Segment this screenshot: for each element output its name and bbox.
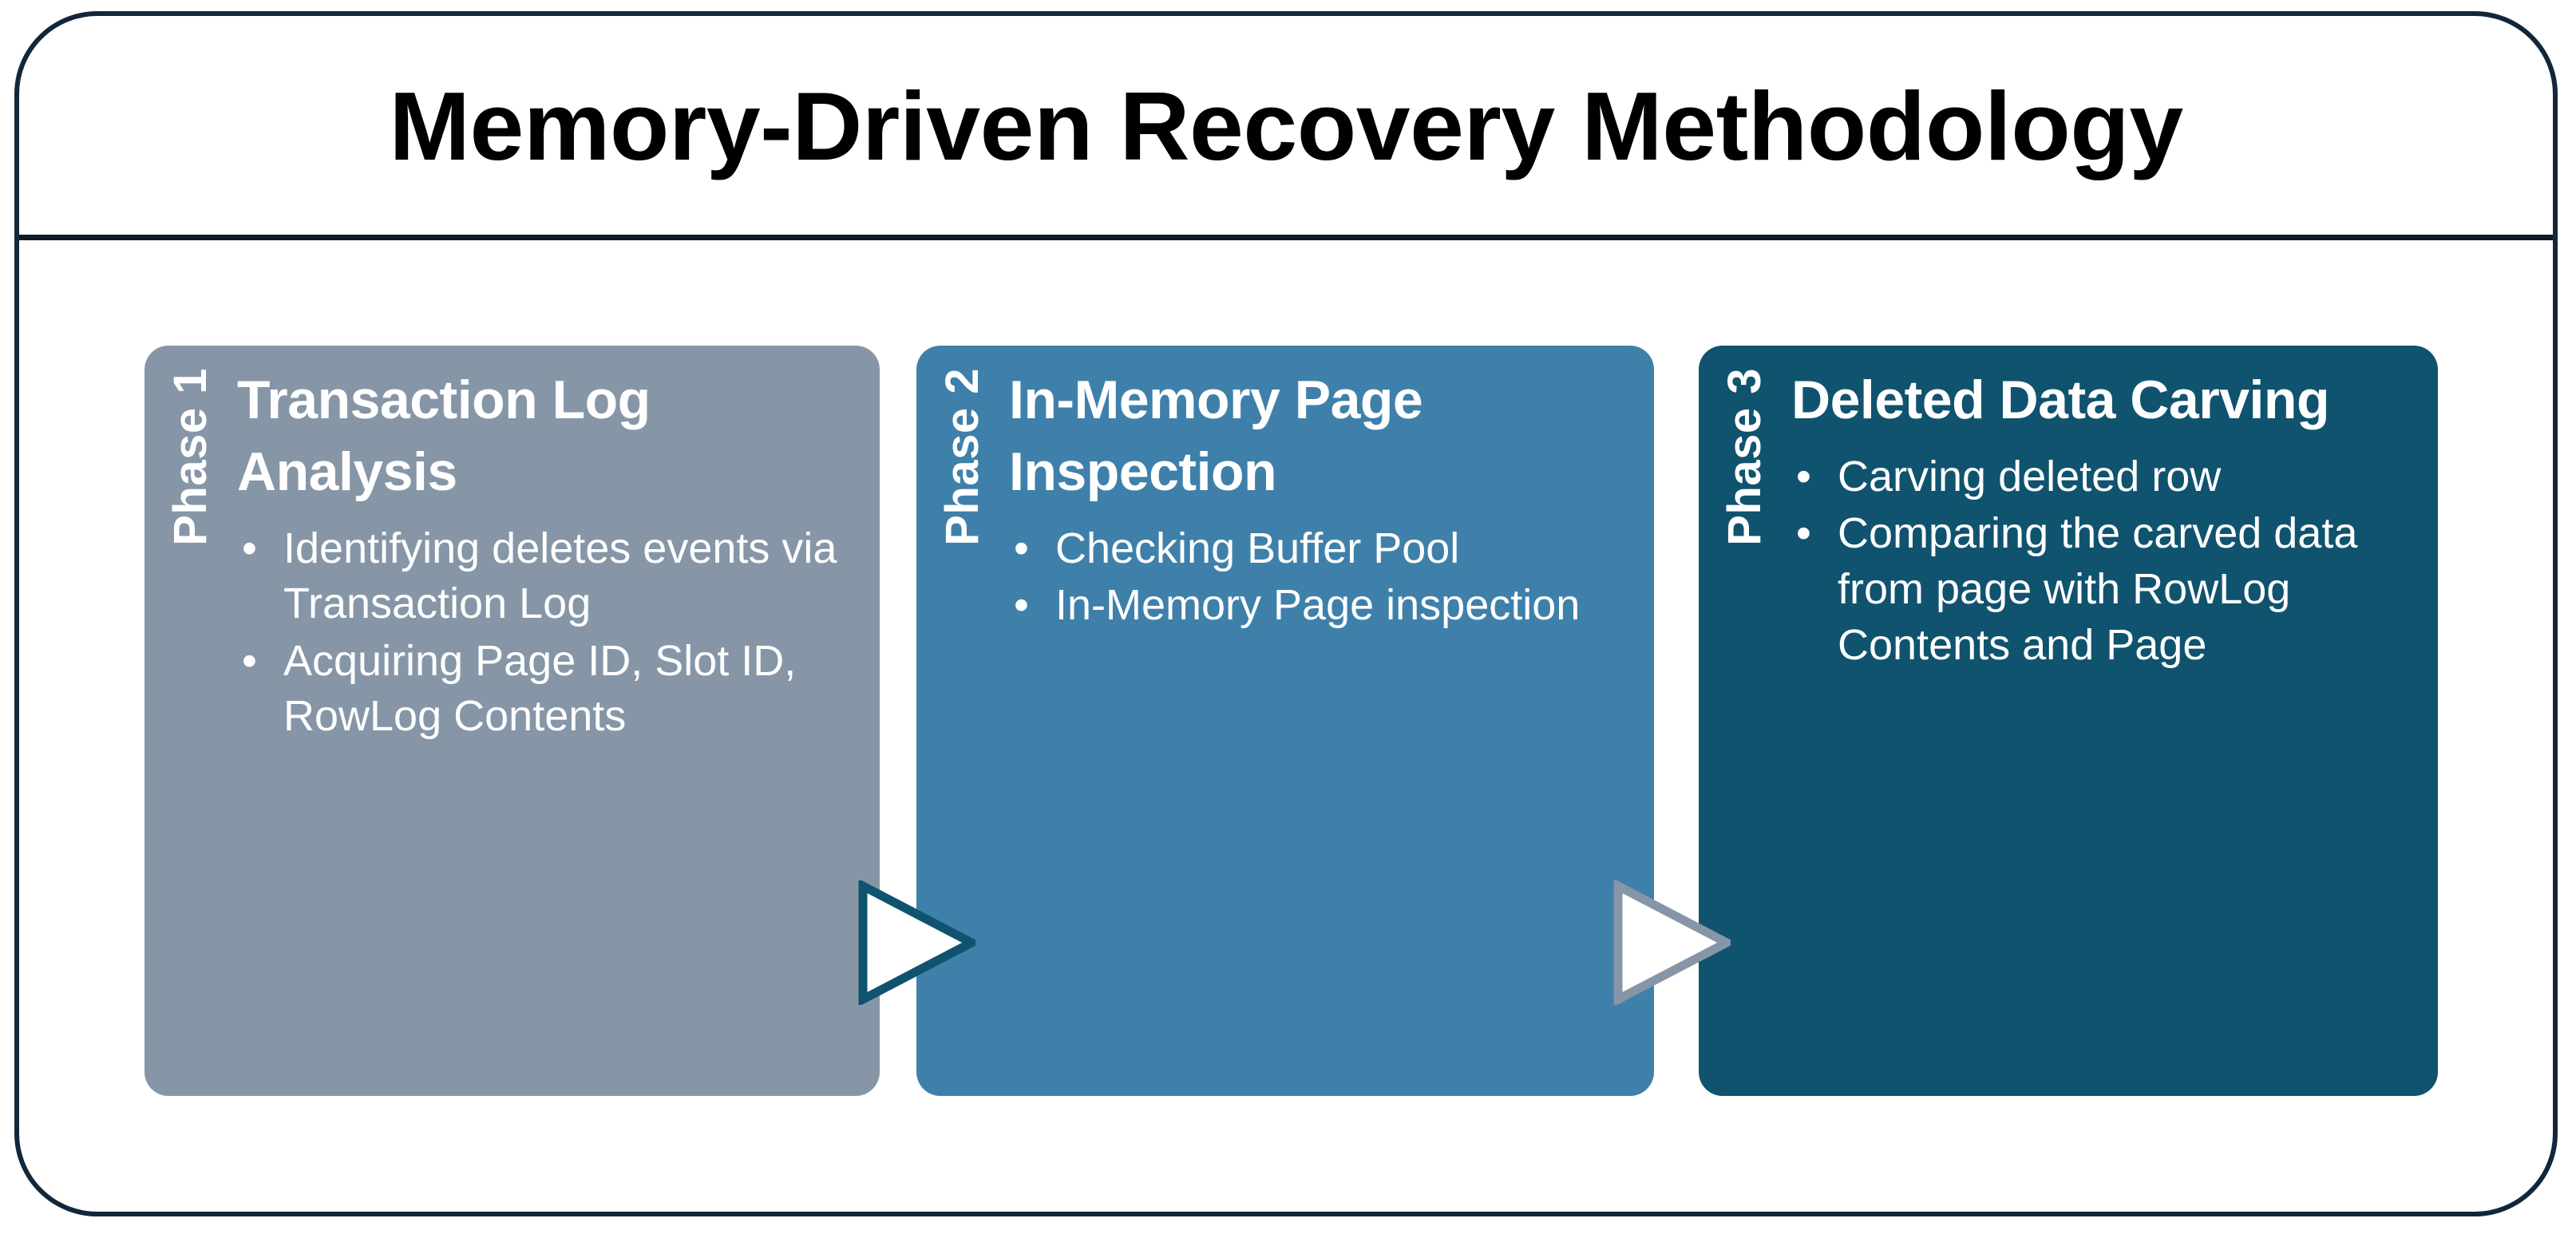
phase-card-1-inner: Phase 1 Transaction Log Analysis • Ident… <box>144 346 880 1096</box>
bullet-icon: • <box>1796 509 1811 558</box>
list-item: • Checking Buffer Pool <box>1009 521 1630 577</box>
arrow-phase1-to-phase2 <box>856 880 975 1005</box>
list-item-text: Carving deleted row <box>1838 452 2222 500</box>
list-item-text: Acquiring Page ID, Slot ID, RowLog Conte… <box>283 636 797 741</box>
phase-2-bullet-list: • Checking Buffer Pool • In-Memory Page … <box>1009 521 1630 635</box>
phase-card-3-inner: Phase 3 Deleted Data Carving • Carving d… <box>1699 346 2438 1096</box>
chevron-right-icon <box>1613 880 1731 1005</box>
phase-1-body: Transaction Log Analysis • Identifying d… <box>237 346 880 1096</box>
phase-3-heading: Deleted Data Carving <box>1791 370 2329 430</box>
phase-3-body: Deleted Data Carving • Carving deleted r… <box>1791 346 2438 1096</box>
phase-2-tab-label: Phase 2 <box>936 368 988 546</box>
bullet-icon: • <box>1014 581 1029 630</box>
phase-card-1[interactable]: Phase 1 Transaction Log Analysis • Ident… <box>144 346 880 1096</box>
phase-1-tab-label: Phase 1 <box>164 368 216 546</box>
list-item: • Carving deleted row <box>1791 449 2414 505</box>
page-title: Memory-Driven Recovery Methodology <box>389 72 2183 180</box>
phase-card-2-inner: Phase 2 In-Memory Page Inspection • Chec… <box>916 346 1654 1096</box>
phase-2-body: In-Memory Page Inspection • Checking Buf… <box>1009 346 1654 1096</box>
list-item-text: Identifying deletes events via Transacti… <box>283 524 837 628</box>
list-item: • Identifying deletes events via Transac… <box>237 521 856 632</box>
phase-card-3[interactable]: Phase 3 Deleted Data Carving • Carving d… <box>1699 346 2438 1096</box>
phase-2-heading: In-Memory Page Inspection <box>1009 370 1423 502</box>
phase-1-heading: Transaction Log Analysis <box>237 370 651 502</box>
title-divider <box>19 235 2553 240</box>
arrow-phase2-to-phase3 <box>1611 880 1731 1005</box>
bullet-icon: • <box>1014 524 1029 572</box>
phase-3-bullet-list: • Carving deleted row • Comparing the ca… <box>1791 449 2414 675</box>
diagram-title-band: Memory-Driven Recovery Methodology <box>19 16 2553 236</box>
list-item: • Acquiring Page ID, Slot ID, RowLog Con… <box>237 634 856 745</box>
phase-card-2[interactable]: Phase 2 In-Memory Page Inspection • Chec… <box>916 346 1654 1096</box>
bullet-icon: • <box>1796 452 1811 500</box>
list-item-text: Checking Buffer Pool <box>1055 524 1460 572</box>
phase-1-bullet-list: • Identifying deletes events via Transac… <box>237 521 856 747</box>
bullet-icon: • <box>242 636 257 685</box>
list-item-text: In-Memory Page inspection <box>1055 581 1581 630</box>
list-item: • Comparing the carved data from page wi… <box>1791 506 2414 673</box>
list-item-text: Comparing the carved data from page with… <box>1838 509 2358 669</box>
phase-1-tab: Phase 1 <box>144 346 237 1096</box>
list-item: • In-Memory Page inspection <box>1009 578 1630 634</box>
chevron-right-icon <box>858 880 975 1005</box>
phase-3-tab-label: Phase 3 <box>1719 368 1771 546</box>
bullet-icon: • <box>242 524 257 572</box>
